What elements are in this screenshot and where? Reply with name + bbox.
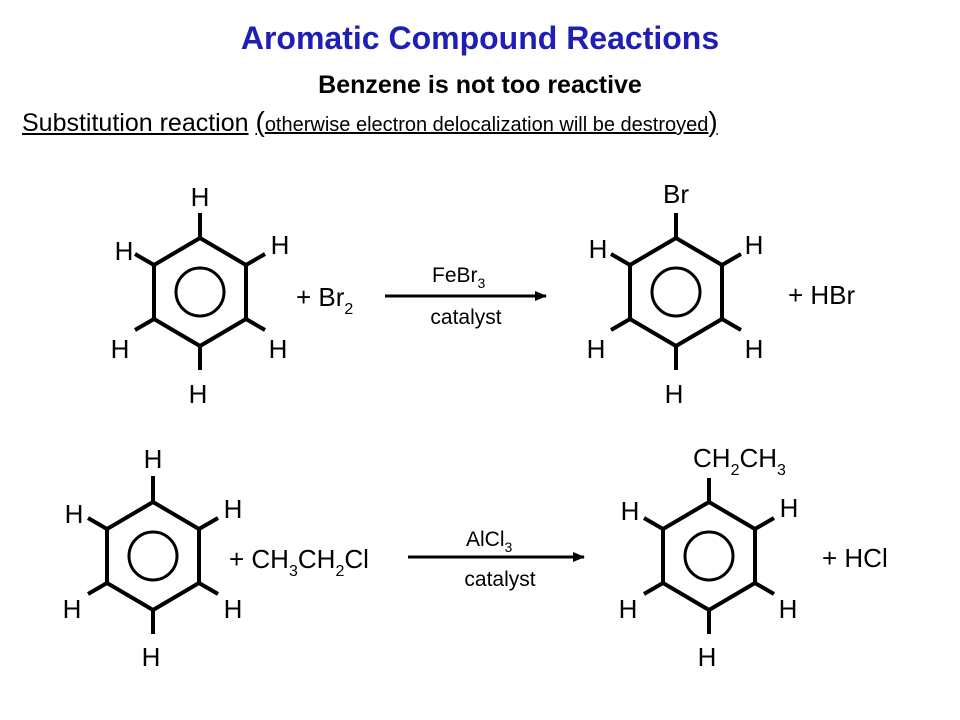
bond-upper-left [133, 252, 156, 267]
atom-h-upper-left: H [589, 234, 608, 264]
atom-h-lower-left: H [63, 594, 82, 624]
atom-h-lower-right: H [745, 334, 764, 364]
atom-h-top: H [144, 444, 163, 474]
atom-h-lower-left: H [587, 334, 606, 364]
atom-h-lower-left: H [111, 334, 130, 364]
atom-h-lower-right: H [269, 334, 288, 364]
benzene-ring [152, 235, 248, 349]
atom-h-lower-right: H [779, 594, 798, 624]
catalyst-febr3: FeBr3 [432, 264, 486, 291]
bromobenzene-product [609, 213, 743, 370]
benzene-reactant-1 [133, 213, 267, 370]
atom-h-bottom: H [698, 642, 717, 672]
bond-upper-left [609, 252, 632, 267]
atom-h-upper-right: H [271, 230, 290, 260]
benzene-reactant-2 [86, 476, 220, 634]
slide-title: Aromatic Compound Reactions [240, 20, 720, 56]
bond-upper-right [720, 252, 743, 267]
benzene-ring [628, 235, 724, 349]
catalyst-alcl3: AlCl3 [466, 528, 513, 555]
atom-h-upper-left: H [65, 499, 84, 529]
bond-lower-right [244, 317, 267, 332]
atom-h-upper-left: H [115, 236, 134, 266]
statement-open-paren: ( [255, 106, 265, 137]
byproduct-hbr: + HBr [788, 280, 856, 310]
delocalized-ring [683, 530, 735, 582]
reaction-1: H H H H H H + Br2 FeBr3 catalyst [111, 179, 856, 409]
bond-lower-left [133, 317, 156, 332]
bond-upper-right [753, 516, 776, 531]
atom-h-upper-right: H [224, 494, 243, 524]
bond-upper-left [642, 516, 665, 531]
reagent-ethyl-chloride: + CH3CH2Cl [229, 544, 369, 580]
statement-main: Substitution reaction [22, 109, 249, 137]
atom-h-bottom: H [142, 642, 161, 672]
bond-lower-right [753, 581, 776, 596]
bond-upper-right [197, 516, 220, 531]
bond-lower-right [720, 317, 743, 332]
atom-h-bottom: H [189, 379, 208, 409]
ethyl-group: CH2CH3 [693, 443, 786, 479]
catalyst-label-1: catalyst [430, 306, 501, 329]
atom-h-upper-right: H [780, 493, 799, 523]
delocalized-ring [127, 530, 179, 582]
bond-lower-left [642, 581, 665, 596]
bond-upper-right [244, 252, 267, 267]
reaction-2: H H H H H H + CH3CH2Cl AlCl3 catalyst [63, 443, 888, 672]
atom-h-lower-left: H [619, 594, 638, 624]
bond-lower-left [609, 317, 632, 332]
delocalized-ring [650, 266, 702, 318]
statement-close-paren: ) [708, 106, 718, 137]
atom-h-top: H [191, 182, 210, 212]
ethylbenzene-product [642, 478, 776, 634]
reaction-type-statement: Substitution reaction (otherwise electro… [22, 106, 718, 138]
delocalized-ring [174, 266, 226, 318]
atom-h-bottom: H [665, 379, 684, 409]
atom-h-upper-right: H [745, 230, 764, 260]
atom-h-lower-right: H [224, 594, 243, 624]
atom-h-upper-left: H [621, 496, 640, 526]
catalyst-label-2: catalyst [464, 568, 535, 591]
bond-upper-left [86, 516, 109, 531]
benzene-ring [105, 499, 201, 613]
byproduct-hcl: + HCl [822, 543, 888, 573]
statement-note: otherwise electron delocalization will b… [264, 114, 709, 136]
atom-br-top: Br [663, 179, 689, 209]
reagent-br2: + Br2 [296, 282, 353, 318]
slide-subtitle: Benzene is not too reactive [318, 71, 642, 99]
bond-lower-right [197, 581, 220, 596]
bond-lower-left [86, 581, 109, 596]
benzene-ring [661, 499, 757, 613]
